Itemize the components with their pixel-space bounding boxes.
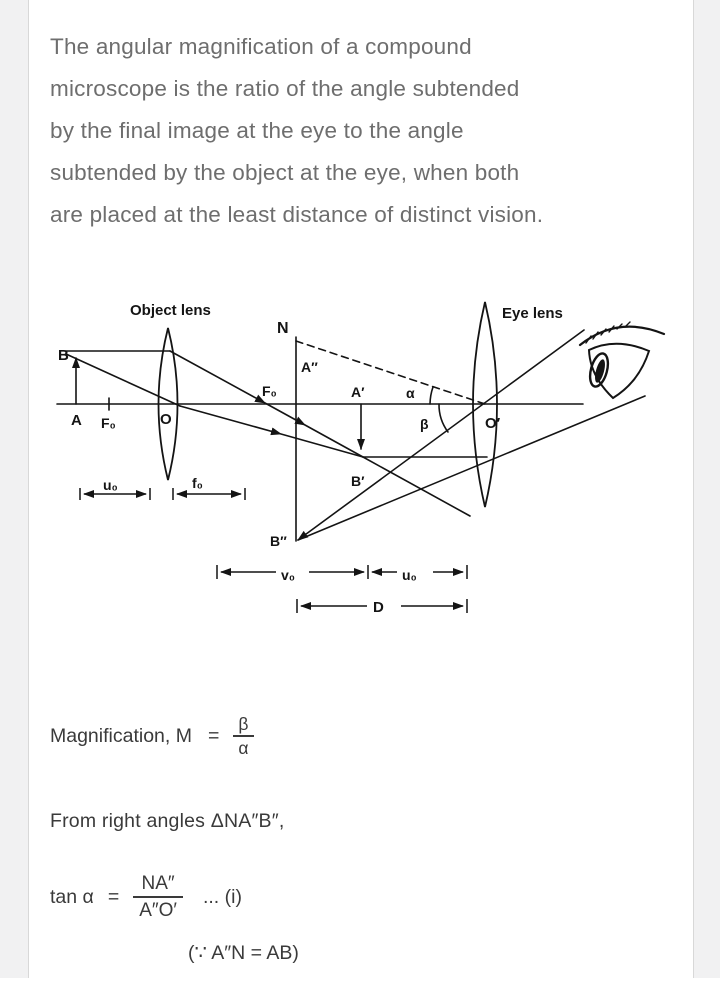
beta-over-alpha-fraction: β α	[233, 714, 254, 758]
point-o-prime-label: O′	[485, 415, 501, 432]
paragraph-line: The angular magnification of a compound	[50, 34, 472, 59]
dimension-lines	[79, 488, 468, 613]
ray-through-centre-refracted	[179, 405, 364, 458]
fraction-numerator: β	[238, 714, 249, 734]
right-gutter	[693, 0, 720, 978]
point-b-dprime-label: B″	[270, 533, 287, 549]
equation-number: ... (i)	[202, 885, 242, 908]
paragraph-line: are placed at the least distance of dist…	[50, 202, 544, 227]
point-b-label: B	[58, 347, 69, 364]
eyelashes	[585, 321, 631, 344]
tan-alpha-lhs: tan α	[50, 885, 94, 908]
ray-through-centre	[65, 353, 181, 407]
f0-right-label: F₀	[262, 383, 277, 399]
diagram-labels: Object lens Eye lens N A″ F₀ A′ α β O′ B…	[58, 302, 563, 616]
dashed-line-NO	[295, 340, 486, 405]
dim-end-bars-top	[79, 488, 246, 500]
d-label: D	[373, 599, 384, 616]
v0-label: v₀	[281, 567, 295, 583]
point-n-label: N	[277, 320, 289, 337]
eye-lens-label: Eye lens	[502, 305, 563, 322]
alpha-arc	[429, 386, 434, 405]
point-a-prime-label: A′	[351, 384, 365, 400]
dim-end-bars-mid	[216, 565, 468, 579]
eye-lens-shape	[472, 301, 498, 508]
fraction-denominator: A″O′	[133, 896, 183, 922]
because-note: (∵ A″N = AB)	[188, 942, 299, 964]
magnification-equation: Magnification, M = β α	[50, 714, 254, 758]
ray-bdprime-upper	[297, 329, 585, 541]
alpha-label: α	[406, 385, 415, 401]
eyebrow-arc	[578, 325, 666, 347]
point-a-dprime-label: A″	[301, 359, 318, 375]
tan-alpha-equation: tan α = NA″ A″O′ ... (i)	[50, 872, 242, 922]
paragraph-line: by the final image at the eye to the ang…	[50, 118, 464, 143]
ray-extension	[362, 456, 471, 517]
right-angles-statement: From right angles ΔNA″B″,	[50, 810, 285, 832]
point-o-label: O	[160, 411, 172, 428]
na-fraction: NA″ A″O′	[133, 872, 183, 922]
dim-end-bars-d	[296, 599, 468, 613]
lenses	[157, 301, 498, 508]
iris-outline	[588, 352, 610, 388]
eye-icon	[578, 321, 666, 400]
pupil	[595, 359, 605, 383]
definition-paragraph: The angular magnification of a compound …	[50, 26, 675, 236]
microscope-ray-diagram: Object lens Eye lens N A″ F₀ A′ α β O′ B…	[56, 301, 666, 616]
point-b-prime-label: B′	[351, 473, 365, 489]
point-a-label: A	[71, 412, 82, 429]
left-gutter	[0, 0, 29, 978]
object-lens-shape	[157, 327, 179, 481]
ray-bdprime-lower	[297, 395, 646, 541]
fraction-numerator: NA″	[141, 873, 175, 894]
u0-bottom-label: u₀	[402, 567, 417, 583]
ray-strokes	[56, 329, 646, 542]
paragraph-line: microscope is the ratio of the angle sub…	[50, 76, 520, 101]
object-lens-label: Object lens	[130, 302, 211, 319]
equals-sign: =	[207, 724, 220, 747]
ray-refracted	[169, 350, 364, 458]
beta-arc	[438, 403, 449, 433]
equals-sign: =	[107, 885, 120, 908]
paragraph-line: subtended by the object at the eye, when…	[50, 160, 520, 185]
u0-top-label: u₀	[103, 477, 118, 493]
fraction-denominator: α	[233, 735, 254, 758]
f0-left-label: F₀	[101, 415, 116, 431]
magnification-label: Magnification, M	[50, 724, 192, 747]
f0-top-label: f₀	[192, 475, 203, 491]
beta-label: β	[420, 416, 429, 432]
